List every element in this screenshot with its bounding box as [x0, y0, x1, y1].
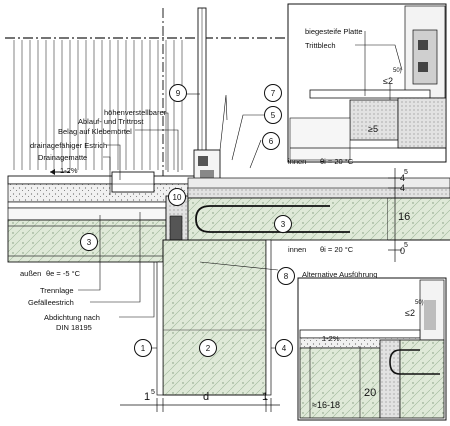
dim-r-4-5: 4 [400, 173, 406, 183]
terrace-covering [7, 175, 195, 185]
label-drainage-mat: Drainagematte [38, 153, 88, 162]
dim-r-0-sup: 5 [404, 242, 408, 249]
label-slope-screed: Gefälleestrich [28, 298, 74, 307]
label-outside: außen [20, 269, 42, 278]
dim-left-1: 1 [144, 391, 151, 403]
drain-channel [111, 171, 155, 193]
marker-3-left: 3 [80, 233, 98, 251]
label-covering: Belag auf Klebemörtel [58, 127, 132, 136]
dim-det-5: ≥5 [368, 124, 378, 134]
label-bending-plate: biegesteife Platte [305, 27, 363, 36]
label-screed: drainagefähiger Estrich [30, 141, 108, 150]
slope-screed [7, 207, 167, 221]
marker-1: 1 [134, 339, 152, 357]
marker-7: 7 [264, 84, 282, 102]
label-height-adjustable: höhenverstellbarer [104, 108, 167, 117]
reinforcement-loop [195, 205, 350, 233]
dim-d: d [203, 391, 210, 403]
label-theta-i-1: θi = 20 °C [320, 157, 354, 166]
label-sealing-2: DIN 18195 [56, 323, 92, 332]
dim-alt-50: ≤2 [405, 308, 415, 318]
label-slope: 1-2% [60, 166, 78, 175]
label-tread-sheet: Trittblech [305, 41, 336, 50]
dim-alt-50-sup: 50) [415, 300, 424, 306]
label-theta-e: θe = -5 °C [46, 269, 81, 278]
dim-r-16: 16 [398, 211, 411, 223]
dim-left-sup: 5 [151, 389, 155, 396]
dim-r-4: 4 [400, 183, 406, 193]
label-sealing-1: Abdichtung nach [44, 313, 100, 322]
label-inside-1: innen [288, 157, 307, 166]
label-slope-alt: 1-2% [322, 334, 340, 343]
marker-5: 5 [264, 106, 282, 124]
marker-8: 8 [277, 267, 295, 285]
dim-r-0: 0 [400, 246, 406, 256]
label-separating-layer: Trennlage [40, 286, 74, 295]
dim-alt-20: 20 [364, 387, 377, 399]
label-drain-grate: Ablauf- und Trittrost [78, 117, 144, 126]
alt-covering [299, 329, 421, 339]
dimension-lines-bottom [120, 398, 280, 412]
marker-4: 4 [275, 339, 293, 357]
label-theta-i-2: θi = 20 °C [320, 245, 354, 254]
dim-det-50-sup: 50) [393, 68, 402, 74]
marker-3-right: 3 [274, 215, 292, 233]
marker-10: 10 [168, 188, 186, 206]
label-alternative: Alternative Ausführung [302, 270, 378, 279]
exterior-wall [162, 239, 267, 396]
dim-right-1: 1 [262, 391, 269, 403]
inside-insulation [187, 187, 450, 199]
leader-lines [78, 93, 282, 349]
detail-tread-plate [309, 89, 431, 99]
dimension-lines-right [388, 168, 402, 262]
window-facade-lines [13, 40, 183, 170]
alt-slab [299, 347, 381, 419]
marker-2: 2 [199, 339, 217, 357]
dim-alt-16-18: ≈16-18 [312, 400, 340, 410]
label-inside-2: innen [288, 245, 307, 254]
marker-6: 6 [262, 132, 280, 150]
dim-r-4-5-sup: 5 [404, 169, 408, 176]
marker-9: 9 [169, 84, 187, 102]
dim-det-50: ≤2 [383, 76, 393, 86]
